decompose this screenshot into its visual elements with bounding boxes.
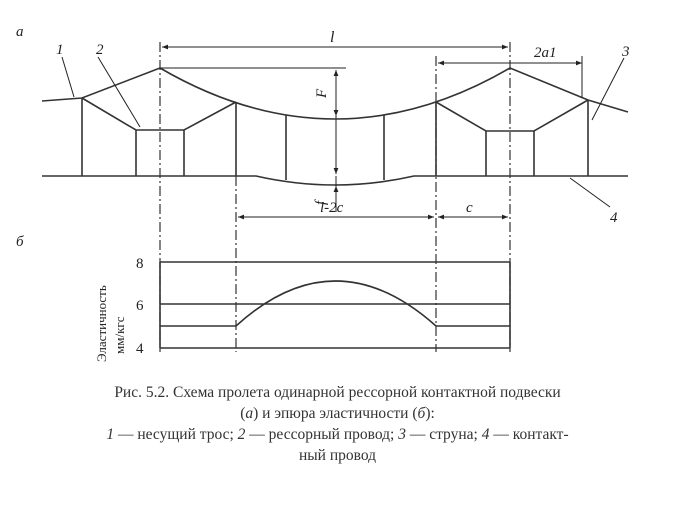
sag-f-label: f	[313, 199, 329, 205]
offset-c-label: c	[466, 200, 473, 216]
caption-line-4: ный провод	[298, 447, 377, 464]
width-2a1-label: 2a1	[534, 45, 557, 61]
elasticity-plot	[159, 261, 511, 349]
caption-line-3: 1 — несущий трос; 2 — рессорный провод; …	[106, 426, 569, 443]
caption-line-1: Рис. 5.2. Схема пролета одинарной рессор…	[114, 384, 561, 401]
suspension-span-diagram: а б 1 2 3 4 l F f 2a1 l-2c c Эластичност…	[16, 24, 630, 362]
spring-wire-left	[81, 97, 237, 131]
elasticity-curve	[160, 280, 510, 327]
sag-F-label: F	[314, 88, 330, 99]
carrier-cable	[41, 67, 629, 120]
callout-3: 3	[621, 44, 630, 60]
middle-label: l-2c	[320, 200, 344, 216]
caption-line-2: (а) и эпюра эластичности (б):	[240, 405, 435, 422]
elasticity-axis-unit: мм/кгс	[112, 316, 127, 354]
figure-caption: Рис. 5.2. Схема пролета одинарной рессор…	[0, 382, 675, 466]
callout-2: 2	[96, 42, 104, 58]
support-axes	[159, 42, 511, 352]
tick-8: 8	[136, 256, 144, 272]
panel-b-label: б	[16, 234, 24, 250]
tick-6: 6	[136, 298, 144, 314]
contact-wire	[42, 175, 628, 186]
callout-1: 1	[56, 42, 64, 58]
span-label: l	[330, 29, 335, 46]
panel-a-label: а	[16, 24, 24, 40]
callout-4: 4	[610, 210, 618, 226]
droppers	[81, 98, 589, 180]
spring-wire-right	[435, 99, 589, 132]
tick-4: 4	[136, 341, 144, 357]
elasticity-axis-title: Эластичность	[94, 285, 109, 362]
